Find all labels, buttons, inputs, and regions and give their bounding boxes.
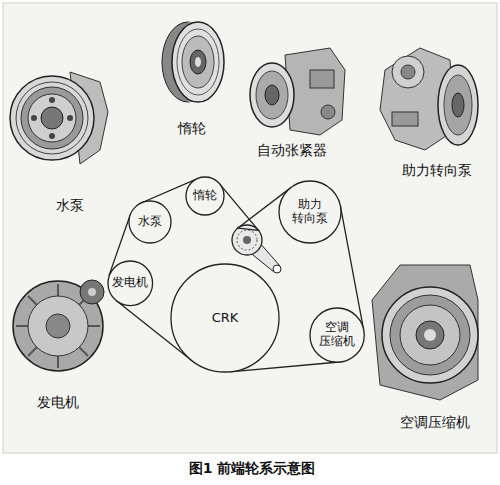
generator-art-part — [57, 284, 59, 296]
idler-art-part — [172, 22, 224, 102]
ac-compressor-art — [372, 265, 478, 400]
generator-art — [13, 280, 104, 371]
generator-art-part — [28, 296, 88, 356]
idler-art-part — [190, 50, 206, 74]
pulley-outline — [108, 261, 153, 306]
part-label: 自动张紧器 — [255, 142, 329, 159]
water-pump-art-part — [28, 94, 76, 142]
ac-compressor-art-part — [400, 305, 460, 365]
auto-tensioner-art — [250, 48, 345, 135]
steering-pump-art-part — [444, 75, 472, 135]
auto-tensioner-art-part — [250, 63, 294, 127]
water-pump-art-part — [10, 76, 94, 160]
tensioner-pulley-part — [243, 236, 251, 244]
ac-compressor-art-part — [424, 329, 436, 341]
idler-art — [162, 22, 224, 102]
generator-art-part — [88, 325, 100, 327]
water-pump-art-part — [49, 133, 55, 139]
figure-panel — [3, 3, 497, 453]
pulley-name: 空调 压缩机 — [317, 321, 357, 349]
part-label: 发电机 — [35, 394, 81, 411]
tensioner-pulley-part — [237, 230, 257, 250]
steering-pump-art-part — [438, 65, 478, 145]
auto-tensioner-art-part — [265, 85, 279, 105]
water-pump-art-part — [49, 97, 55, 103]
pulley-circle: 水泵 — [128, 200, 172, 244]
steering-pump-art-part — [452, 93, 464, 117]
generator-art-part — [88, 288, 96, 296]
pulley-name: CRK — [212, 311, 239, 326]
pulley-name: 水泵 — [138, 215, 162, 229]
pulley-outline — [310, 308, 364, 362]
part-label: 空调压缩机 — [398, 414, 472, 431]
generator-art-part — [28, 347, 37, 356]
auto-tensioner-art-part — [321, 105, 335, 119]
generator-art-part — [80, 280, 104, 304]
generator-art-part — [79, 347, 88, 356]
steering-pump-art — [380, 48, 478, 150]
ac-compressor-art-part — [390, 295, 470, 375]
water-pump-art-part — [31, 115, 37, 121]
pulley-name: 发电机 — [112, 276, 148, 290]
idler-art-part — [195, 57, 201, 67]
part-label: 水泵 — [54, 197, 86, 214]
water-pump-art-part — [67, 115, 73, 121]
steering-pump-art-part — [401, 65, 415, 79]
part-label: 助力转向泵 — [400, 162, 474, 179]
pulley-circle: 空调 压缩机 — [309, 307, 365, 363]
tensioner-pulley-part — [273, 265, 281, 273]
auto-tensioner-art-part — [256, 71, 288, 119]
idler-art-part — [182, 36, 214, 88]
generator-art-part — [16, 325, 28, 327]
ac-compressor-art-part — [382, 287, 478, 383]
generator-art-part — [46, 314, 70, 338]
pulley-name: 惰轮 — [193, 189, 217, 203]
idler-art-part — [177, 29, 219, 95]
figure-caption: 图1 前端轮系示意图 — [189, 460, 316, 477]
pulley-circle: 助力 转向泵 — [278, 180, 342, 244]
pulley-outline — [129, 201, 171, 243]
pulley-name: 助力 转向泵 — [290, 198, 330, 226]
pulley-outline — [186, 177, 224, 215]
auto-tensioner-art-part — [310, 70, 334, 88]
pulley-outline — [171, 264, 279, 372]
pulley-circle: CRK — [170, 263, 280, 373]
ac-compressor-art-part — [372, 265, 478, 400]
pulley-circle: 发电机 — [107, 260, 154, 307]
water-pump-art-part — [16, 82, 88, 154]
part-label: 惰轮 — [176, 120, 208, 137]
water-pump-art-part — [21, 87, 83, 149]
generator-art-part — [13, 281, 103, 371]
generator-art-part — [28, 296, 37, 305]
pulley-outline — [279, 181, 341, 243]
generator-art-part — [57, 356, 59, 368]
water-pump-art — [10, 72, 108, 164]
pulley-circle: 惰轮 — [185, 176, 225, 216]
water-pump-art-part — [41, 107, 63, 129]
ac-compressor-art-part — [416, 321, 444, 349]
steering-pump-art-part — [392, 112, 418, 126]
steering-pump-art-part — [392, 56, 424, 88]
